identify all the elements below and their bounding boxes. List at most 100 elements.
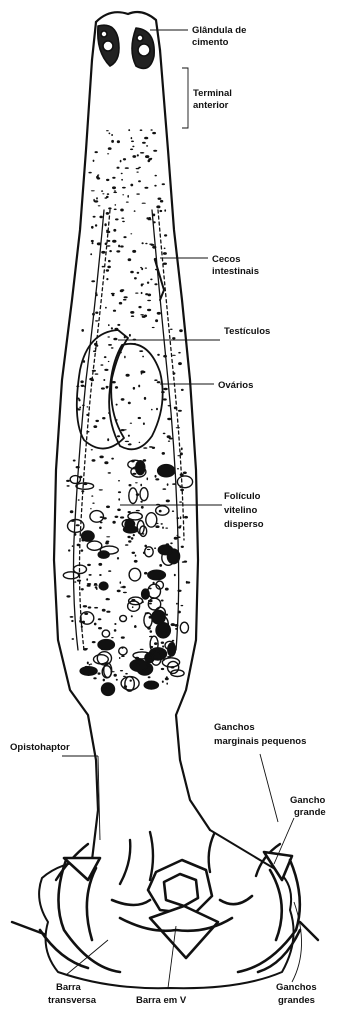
stipple-dot [163, 398, 167, 400]
stipple-dot [123, 236, 126, 238]
stipple-dot [102, 685, 105, 687]
stipple-dot [73, 460, 76, 462]
stipple-dot [134, 210, 136, 212]
stipple-dot [179, 329, 183, 332]
stipple-dot [124, 336, 126, 339]
stipple-dot [108, 472, 111, 474]
stipple-dot [95, 312, 98, 314]
stipple-dot [115, 328, 119, 330]
stipple-dot [114, 209, 117, 211]
stipple-dot [136, 172, 138, 173]
stipple-dot [83, 482, 87, 485]
stipple-dot [98, 618, 102, 620]
stipple-dot [108, 147, 112, 150]
label-ganchos-grandes-line2: grandes [278, 995, 315, 1006]
stipple-dot [88, 172, 91, 174]
stipple-dot [93, 425, 97, 428]
stipple-dot [141, 284, 143, 287]
stipple-dot [184, 561, 188, 563]
stipple-dot [113, 338, 117, 341]
stipple-dot [105, 307, 107, 309]
stipple-dot [136, 493, 139, 496]
stipple-dot [142, 601, 144, 603]
stipple-dot [131, 137, 133, 139]
label-foliculo-line1: Folículo [224, 491, 261, 502]
stipple-dot [114, 629, 117, 632]
stipple-dot [141, 268, 143, 271]
stipple-dot [102, 266, 105, 268]
stipple-dot [81, 490, 84, 492]
stipple-dot [144, 545, 147, 548]
stipple-dot [103, 517, 107, 519]
stipple-dot [167, 656, 171, 658]
label-ovarios: Ovários [218, 380, 253, 391]
stipple-dot [162, 574, 166, 576]
stipple-dot [119, 302, 122, 305]
stipple-dot [120, 160, 122, 163]
stipple-dot [156, 408, 158, 411]
stipple-dot [128, 444, 132, 446]
vitelline-follicle [158, 545, 172, 555]
stipple-dot [142, 533, 144, 535]
stipple-dot [145, 155, 149, 158]
stipple-dot [178, 352, 181, 354]
stipple-dot [136, 510, 140, 511]
stipple-dot [149, 600, 153, 602]
stipple-dot [140, 649, 144, 650]
stipple-dot [143, 463, 145, 465]
stipple-dot [172, 640, 175, 642]
stipple-dot [178, 410, 182, 412]
stipple-dot [112, 381, 116, 383]
stipple-dot [106, 269, 109, 271]
stipple-dot [166, 676, 168, 679]
stipple-dot [118, 498, 120, 501]
stipple-dot [172, 355, 176, 356]
stipple-dot [129, 484, 132, 486]
stipple-dot [68, 549, 70, 551]
label-testiculos: Testículos [224, 326, 270, 337]
stipple-dot [118, 351, 122, 354]
stipple-dot [180, 516, 182, 519]
stipple-dot [107, 438, 109, 441]
stipple-dot [104, 223, 106, 226]
stipple-dot [77, 544, 80, 547]
stipple-dot [101, 251, 105, 254]
stipple-dot [174, 407, 177, 410]
stipple-dot [107, 193, 110, 195]
stipple-dot [113, 310, 116, 312]
stipple-dot [112, 177, 115, 179]
stipple-dot [142, 203, 146, 204]
stipple-dot [81, 329, 84, 332]
stipple-dot [142, 142, 146, 144]
stipple-dot [70, 510, 74, 513]
stipple-dot [79, 407, 81, 409]
stipple-dot [107, 245, 111, 246]
stipple-dot [152, 327, 155, 328]
stipple-dot [106, 506, 110, 509]
stipple-dot [87, 662, 89, 665]
stipple-dot [143, 459, 147, 462]
stipple-dot [148, 666, 152, 669]
stipple-dot [132, 473, 136, 475]
stipple-dot [138, 385, 140, 388]
label-terminal-line2: anterior [193, 100, 229, 111]
stipple-dot [117, 324, 120, 326]
stipple-dot [100, 516, 104, 518]
stipple-dot [181, 605, 184, 606]
stipple-dot [102, 609, 106, 612]
stipple-dot [161, 523, 163, 525]
stipple-dot [158, 198, 162, 200]
vitelline-follicle [156, 506, 169, 515]
stipple-dot [109, 133, 111, 135]
stipple-dot [162, 681, 164, 683]
vitelline-follicle [102, 630, 109, 637]
stipple-dot [132, 250, 136, 253]
stipple-dot [143, 552, 145, 555]
stipple-dot [172, 483, 176, 485]
stipple-dot [99, 574, 102, 576]
stipple-dot [141, 372, 143, 374]
stipple-dot [128, 511, 131, 513]
stipple-dot [124, 685, 127, 688]
stipple-dot [121, 173, 123, 174]
stipple-dot [89, 574, 92, 576]
